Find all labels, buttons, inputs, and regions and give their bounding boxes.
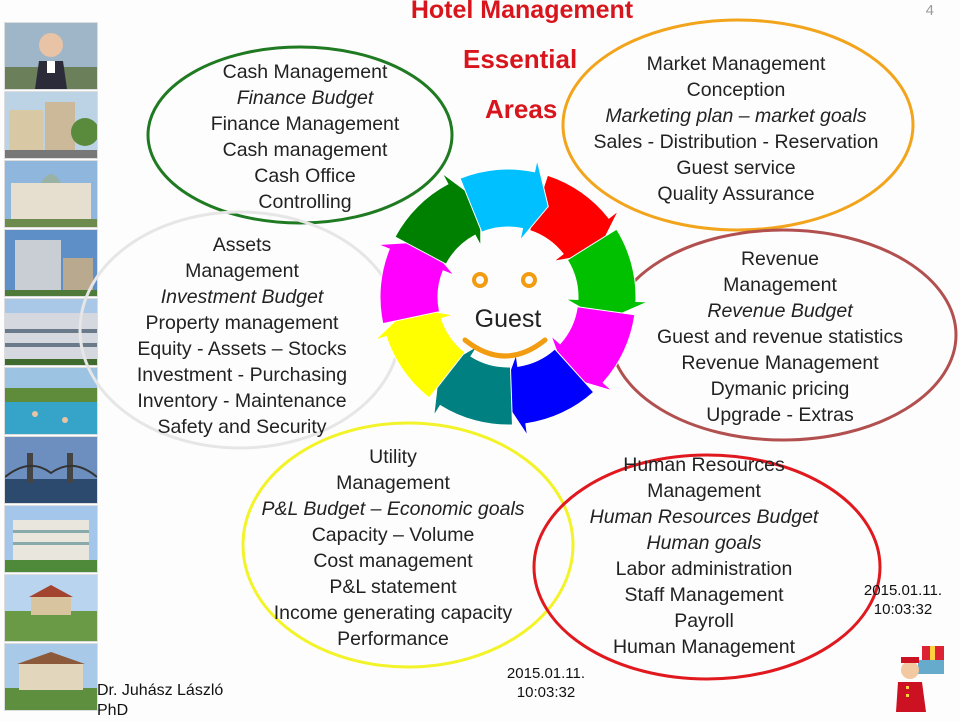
wheel-arrow-7 <box>394 172 482 265</box>
utility-line-2: P&L Budget – Economic goals <box>261 498 525 520</box>
wheel-arrow-5 <box>374 306 466 399</box>
guest-label: Guest <box>474 305 542 333</box>
manor-house-photo <box>4 643 98 711</box>
areas-label: Areas <box>485 94 558 124</box>
right-time: 10:03:32 <box>873 601 933 618</box>
hr-line-3: Human goals <box>646 532 762 554</box>
revenue-line-5: Dymanic pricing <box>710 378 850 400</box>
revenue-line-4: Revenue Management <box>681 352 879 374</box>
utility-line-0: Utility <box>369 446 417 468</box>
cash-line-3: Cash management <box>222 139 388 161</box>
wheel-arrow-6 <box>378 241 455 325</box>
market-line-1: Conception <box>686 79 786 101</box>
resort-hotel-photo <box>4 505 98 573</box>
assets-line-4: Equity - Assets – Stocks <box>137 338 347 360</box>
market-line-0: Market Management <box>646 53 826 75</box>
assets-line-5: Investment - Purchasing <box>136 364 348 386</box>
assets-line-1: Management <box>185 260 299 282</box>
cash-oval <box>146 45 454 225</box>
revenue-line-3: Guest and revenue statistics <box>656 326 904 348</box>
arrow-wheel <box>374 159 649 436</box>
cash-line-5: Controlling <box>258 191 352 213</box>
revenue-line-1: Management <box>723 274 837 296</box>
hotel-tower-photo <box>4 229 98 297</box>
right-date: 2015.01.11. <box>863 582 943 599</box>
assets-line-3: Property management <box>145 312 339 334</box>
cash-line-0: Cash Management <box>222 61 388 83</box>
utility-line-5: P&L statement <box>329 576 457 598</box>
page-title: Hotel Management <box>410 0 634 24</box>
thermal-pool-photo <box>4 367 98 435</box>
essential-label: Essential <box>463 44 578 74</box>
utility-line-3: Capacity – Volume <box>311 524 475 546</box>
right-timestamp: 2015.01.11. 10:03:32 <box>852 581 954 619</box>
chain-bridge-photo <box>4 436 98 504</box>
hr-oval <box>532 453 882 681</box>
author-name: Dr. Juhász László <box>97 682 224 699</box>
wheel-center <box>452 241 564 353</box>
wheel-arrow-3 <box>500 348 595 436</box>
market-line-5: Quality Assurance <box>657 183 815 205</box>
utility-line-7: Performance <box>337 628 449 650</box>
hr-line-5: Staff Management <box>624 584 784 606</box>
hr-line-0: Human Resources <box>623 454 785 476</box>
cash-line-1: Finance Budget <box>236 87 374 109</box>
spa-building-photo <box>4 160 98 228</box>
assets-line-7: Safety and Security <box>157 416 327 438</box>
assets-line-0: Assets <box>212 234 272 256</box>
guest-face-icon <box>462 272 548 359</box>
market-line-4: Guest service <box>676 157 796 179</box>
hr-line-1: Management <box>647 480 761 502</box>
revenue-line-0: Revenue <box>740 248 820 270</box>
hr-line-4: Labor administration <box>615 558 793 580</box>
utility-line-1: Management <box>336 472 450 494</box>
wheel-arrow-0 <box>529 174 619 262</box>
market-line-2: Marketing plan – market goals <box>605 105 867 127</box>
hr-line-6: Payroll <box>674 610 734 632</box>
utility-oval <box>241 421 575 669</box>
market-line-3: Sales - Distribution - Reservation <box>593 131 879 153</box>
countryside-hotel-photo <box>4 574 98 642</box>
wheel-arrow-1 <box>565 228 649 322</box>
bellboy-gift-icon <box>896 646 944 712</box>
bottom-time: 10:03:32 <box>516 684 576 701</box>
photo-strip <box>0 22 98 717</box>
portrait-photo <box>4 22 98 90</box>
market-oval <box>561 18 915 232</box>
utility-line-4: Cost management <box>313 550 473 572</box>
assets-line-2: Investment Budget <box>160 286 324 308</box>
utility-line-6: Income generating capacity <box>273 602 513 624</box>
hr-line-2: Human Resources Budget <box>589 506 819 528</box>
cash-line-4: Cash Office <box>254 165 356 187</box>
hr-line-7: Human Management <box>612 636 796 658</box>
author: Dr. Juhász László PhD <box>97 681 223 721</box>
author-title: PhD <box>97 702 129 719</box>
assets-line-6: Inventory - Maintenance <box>137 390 347 412</box>
cash-line-2: Finance Management <box>210 113 400 135</box>
revenue-line-2: Revenue Budget <box>707 300 853 322</box>
wheel-arrow-8 <box>459 159 549 241</box>
page-number: 4 <box>925 2 934 19</box>
revenue-line-6: Upgrade - Extras <box>706 404 854 426</box>
bottom-timestamp: 2015.01.11. 10:03:32 <box>495 664 597 702</box>
city-street-photo <box>4 91 98 159</box>
bottom-date: 2015.01.11. <box>506 665 586 682</box>
